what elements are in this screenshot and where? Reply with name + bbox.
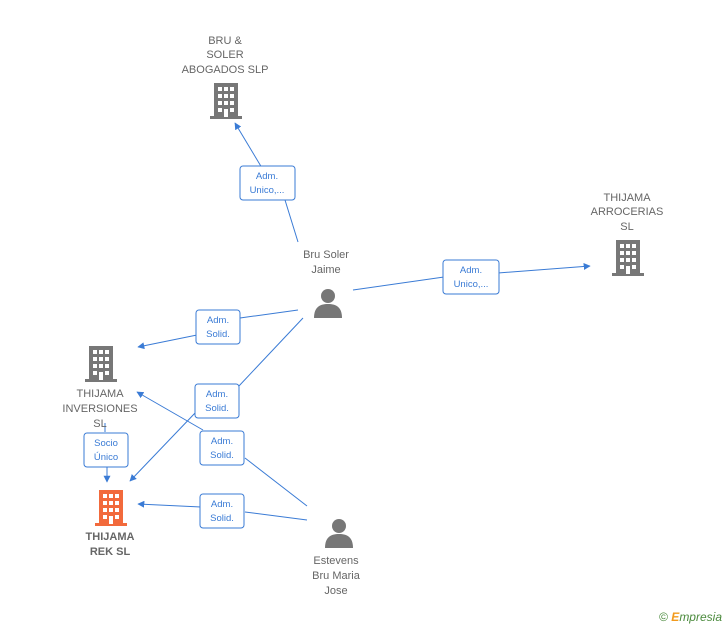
node-thijama-inversiones[interactable]: THIJAMA INVERSIONES SL <box>62 346 138 430</box>
edge-line-e3 <box>138 309 299 347</box>
edge-label-text: Solid. <box>210 513 234 524</box>
node-bru-soler-jaime[interactable]: Bru Soler Jaime <box>303 249 349 318</box>
edge-label-text: Adm. <box>460 265 482 276</box>
node-label: ABOGADOS SLP <box>182 64 269 76</box>
edge-lines <box>105 123 590 521</box>
building-icon <box>210 83 242 119</box>
node-label: INVERSIONES <box>62 403 137 415</box>
node-estevens-bru[interactable]: Estevens Bru Maria Jose <box>312 519 361 597</box>
brand-logo-initial: E <box>671 610 680 624</box>
node-label: SL <box>93 418 106 430</box>
node-label: Jose <box>324 585 347 597</box>
node-label: THIJAMA <box>86 531 135 543</box>
edge-label-text: Adm. <box>211 499 233 510</box>
copyright-notice: © Empresia <box>659 610 722 624</box>
building-icon <box>612 240 644 276</box>
node-bru-soler-abogados[interactable]: BRU & SOLER ABOGADOS SLP <box>182 35 269 119</box>
node-label: REK SL <box>90 546 131 558</box>
edge-line-e1 <box>235 123 299 243</box>
edge-label-text: Solid. <box>206 329 230 340</box>
edge-line-e6 <box>138 504 308 521</box>
edge-label-text: Adm. <box>256 171 278 182</box>
node-label: SOLER <box>206 49 243 61</box>
building-icon <box>95 490 127 526</box>
node-label: SL <box>620 221 633 233</box>
brand-logo-text: mpresia <box>679 610 722 624</box>
edge-label-e5[interactable]: Adm. Solid. <box>199 430 245 466</box>
edge-label-text: Adm. <box>207 315 229 326</box>
edge-label-e7[interactable]: Socio Único <box>83 432 129 468</box>
copyright-symbol: © <box>659 610 668 624</box>
node-label: ARROCERIAS <box>591 206 664 218</box>
edge-label-e2[interactable]: Adm. Unico,... <box>442 259 500 295</box>
person-icon <box>325 519 353 548</box>
node-label: Jaime <box>311 264 340 276</box>
node-thijama-arrocerias[interactable]: THIJAMA ARROCERIAS SL <box>591 192 664 276</box>
edge-label-e1[interactable]: Adm. Unico,... <box>239 165 296 201</box>
node-label: Bru Maria <box>312 570 361 582</box>
edge-line-e7 <box>105 423 107 482</box>
edge-label-e6[interactable]: Adm. Solid. <box>199 493 245 529</box>
edge-line-e5 <box>137 392 308 507</box>
edge-label-text: Adm. <box>211 436 233 447</box>
edge-label-text: Único <box>94 452 118 463</box>
node-label: THIJAMA <box>603 192 651 204</box>
edge-line-e2 <box>352 266 590 291</box>
edge-label-e3[interactable]: Adm. Solid. <box>195 309 241 345</box>
edge-line-e4 <box>130 317 304 481</box>
edge-label-text: Solid. <box>210 450 234 461</box>
building-icon <box>85 346 117 382</box>
edge-label-text: Unico,... <box>454 279 489 290</box>
node-label: Estevens <box>313 555 359 567</box>
edge-label-text: Unico,... <box>250 185 285 196</box>
node-label: BRU & <box>208 35 242 47</box>
node-label: THIJAMA <box>76 388 124 400</box>
edge-label-text: Adm. <box>206 389 228 400</box>
node-thijama-rek[interactable]: THIJAMA REK SL <box>86 490 135 558</box>
person-icon <box>314 289 342 318</box>
edge-label-text: Solid. <box>205 403 229 414</box>
node-label: Bru Soler <box>303 249 349 261</box>
edge-label-text: Socio <box>94 438 118 449</box>
edge-label-e4[interactable]: Adm. Solid. <box>194 383 240 419</box>
